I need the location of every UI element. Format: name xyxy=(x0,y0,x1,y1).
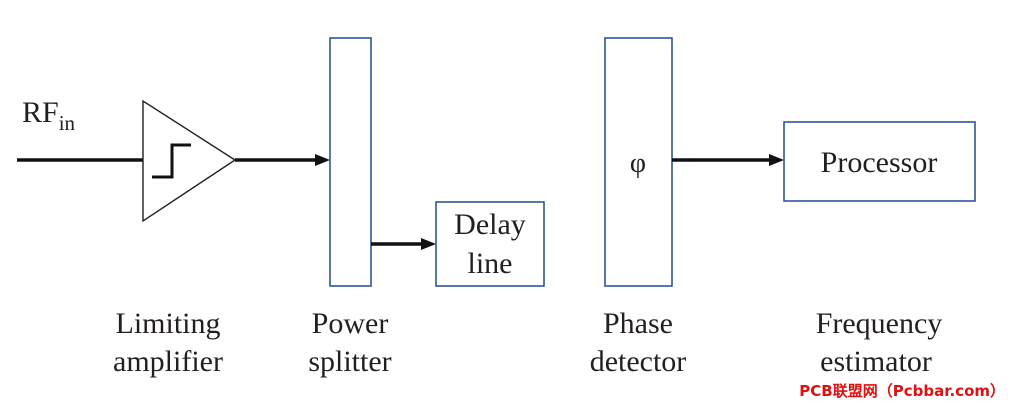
processor-text: Processor xyxy=(821,146,938,179)
phase-symbol: φ xyxy=(630,148,646,179)
watermark-text: PCB联盟网（Pcbbar.com） xyxy=(799,382,1005,400)
arrow-head xyxy=(315,154,330,166)
phase-detector-caption-1: Phase xyxy=(603,307,673,340)
delay-line-block xyxy=(435,201,545,287)
rf-subscript: in xyxy=(59,111,76,135)
frequency-estimator-caption-1: Frequency xyxy=(816,307,943,340)
power-splitter-caption-2: splitter xyxy=(308,345,391,378)
arrow-head xyxy=(769,154,784,166)
limiter-step-icon xyxy=(152,143,191,179)
rf-label: RF xyxy=(22,96,59,129)
phase-detector-block xyxy=(604,37,673,287)
power-splitter-block xyxy=(329,37,372,287)
delay-line-text-1: Delay xyxy=(454,208,526,241)
rf-input-label: RFin xyxy=(22,96,76,135)
power-splitter-caption-1: Power xyxy=(312,307,389,340)
arrow-head xyxy=(421,238,436,250)
limiting-amplifier-caption-2: amplifier xyxy=(113,345,223,378)
delay-line-text-2: line xyxy=(468,247,513,280)
processor-block xyxy=(783,121,976,202)
limiting-amplifier-caption-1: Limiting xyxy=(116,307,221,340)
phase-detector-caption-2: detector xyxy=(590,345,687,378)
limiting-amplifier-triangle xyxy=(142,99,237,223)
frequency-estimator-caption-2: estimator xyxy=(820,345,932,378)
